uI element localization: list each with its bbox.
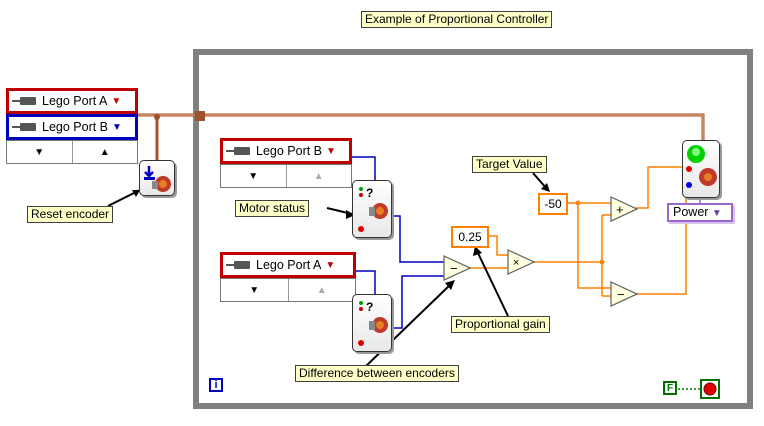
power-mode-label: Power [673,205,709,219]
port-a-control: Lego Port A ▼ ▼ ▲ [220,252,356,302]
plug-icon [12,96,38,106]
dropdown-arrow-icon[interactable]: ▼ [325,259,336,271]
array-scroll-bar: ▼ ▲ [220,278,356,302]
port-a-selector[interactable]: Lego Port A ▼ [6,88,138,114]
dropdown-arrow-icon[interactable]: ▼ [111,95,122,107]
scroll-up-button[interactable]: ▲ [316,284,327,296]
svg-text:+: + [616,202,624,217]
svg-text:?: ? [366,186,373,200]
proportional-gain-label: Proportional gain [451,316,550,333]
loop-stop-icon[interactable] [700,379,720,399]
reset-encoder-vi[interactable] [139,160,175,196]
motor-status-icon: ? [358,186,388,232]
port-a-label: Lego Port A [42,94,108,108]
target-value-label: Target Value [472,156,547,173]
scroll-up-button[interactable]: ▲ [99,146,110,158]
motor-status-vi-a[interactable]: ? [352,294,392,352]
dropdown-arrow-icon[interactable]: ▼ [326,145,336,157]
array-scroll-bar: ▼ ▲ [220,164,352,188]
reset-encoder-label: Reset encoder [27,206,114,223]
motor-reset-icon [144,166,171,192]
port-b-selector[interactable]: Lego Port B ▼ [6,114,138,140]
plug-icon [226,260,252,270]
array-scroll-bar: ▼ ▲ [6,140,138,164]
port-cluster-control: Lego Port A ▼ Lego Port B ▼ ▼ ▲ [6,88,138,164]
port-b-inner-label: Lego Port B [256,144,323,158]
target-value-constant[interactable]: -50 [538,193,568,215]
plug-icon [226,146,252,156]
port-a-inner-selector[interactable]: Lego Port A ▼ [220,252,356,278]
motor-status-label: Motor status [235,200,310,217]
scroll-down-button[interactable]: ▼ [221,165,287,187]
multiply-node[interactable]: × [507,249,535,275]
iteration-terminal[interactable]: i [209,378,223,392]
proportional-gain-constant[interactable]: 0.25 [451,226,489,248]
subtract-node[interactable]: − [443,255,471,281]
svg-text:×: × [513,257,519,269]
motor-power-vi[interactable] [682,140,720,198]
subtract-node-output[interactable]: − [610,281,638,307]
false-constant[interactable]: F [663,381,677,395]
motor-status-icon: ? [358,300,388,346]
port-b-control: Lego Port B ▼ ▼ ▲ [220,138,352,188]
difference-label: Difference between encoders [295,365,459,382]
power-mode-enum[interactable]: Power ▼ [667,203,733,222]
svg-text:−: − [617,287,625,302]
svg-text:−: − [450,261,458,276]
motor-power-icon [686,145,717,188]
add-node[interactable]: + [610,196,638,222]
diagram-title: Example of Proportional Controller [361,11,553,28]
dropdown-arrow-icon[interactable]: ▼ [112,121,122,133]
port-a-inner-label: Lego Port A [256,258,322,272]
motor-status-vi-b[interactable]: ? [352,180,392,238]
port-b-inner-selector[interactable]: Lego Port B ▼ [220,138,352,164]
port-b-label: Lego Port B [42,120,109,134]
plug-icon [12,122,38,132]
loop-tunnel [195,111,205,121]
scroll-up-button[interactable]: ▲ [313,170,324,182]
scroll-down-button[interactable]: ▼ [221,279,289,301]
port-cluster-wire [137,113,705,140]
dropdown-arrow-icon[interactable]: ▼ [711,208,722,219]
svg-text:?: ? [366,300,373,314]
while-loop-frame [193,49,753,409]
scroll-down-button[interactable]: ▼ [7,141,73,163]
